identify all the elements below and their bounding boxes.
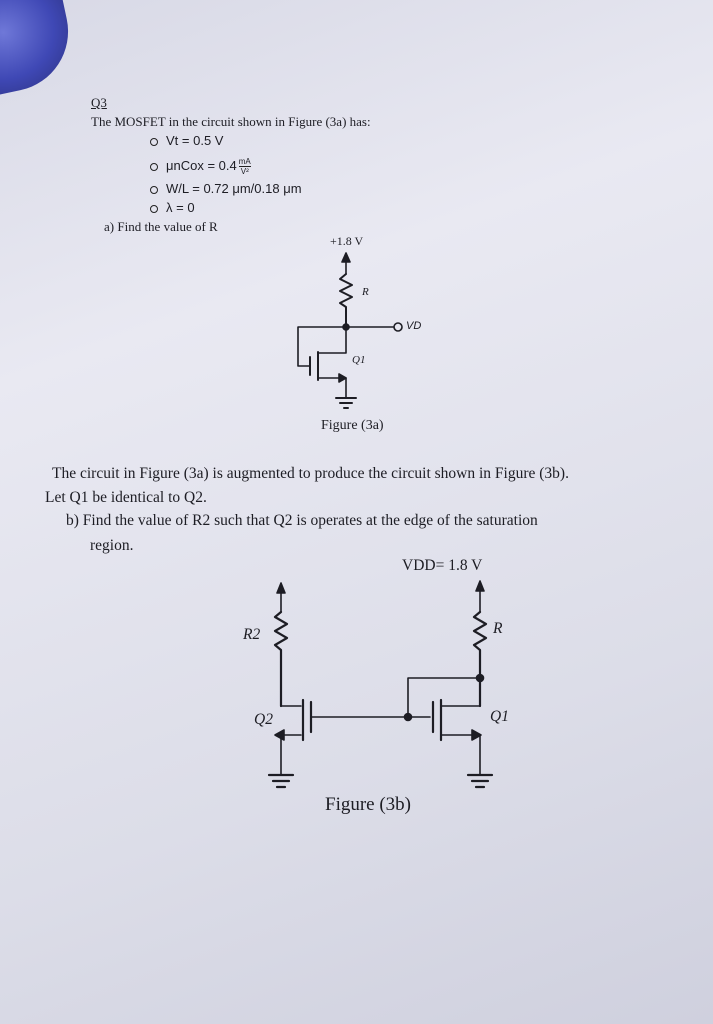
- fig3b-left-arrow: [276, 582, 286, 594]
- fig3b-r2-label: R2: [243, 626, 261, 643]
- fig3b-feedback-wire: [407, 677, 481, 718]
- fig3a-transistor-label: Q1: [352, 354, 366, 366]
- bullet-icon: [150, 185, 158, 194]
- param-lambda: λ = 0: [150, 200, 195, 215]
- fig3b-r-label: R: [493, 620, 503, 637]
- fig3a-supply-arrow: [341, 252, 351, 263]
- fig3a-source-arrow: [338, 373, 347, 383]
- fig3a-ground: [335, 397, 357, 409]
- fig3b-q1-label: Q1: [490, 708, 509, 725]
- fig3b-q1-source-arrow: [471, 729, 482, 741]
- fig3a-resistor-label: R: [362, 286, 369, 298]
- part-b-line4: region.: [90, 537, 134, 554]
- question-intro: The MOSFET in the circuit shown in Figur…: [91, 114, 371, 129]
- fig3a-gate-feedback: [297, 326, 347, 367]
- fig3b-left-ground: [267, 773, 295, 789]
- bullet-icon: [150, 204, 158, 213]
- fig3a-drain: [317, 326, 347, 354]
- part-b-line3: b) Find the value of R2 such that Q2 is …: [66, 512, 538, 529]
- param-wl: W/L = 0.72 μm/0.18 μm: [150, 181, 302, 196]
- fig3b-right-arrow: [475, 580, 485, 592]
- fig3b-caption: Figure (3b): [325, 794, 412, 815]
- part-b-line2: Let Q1 be identical to Q2.: [45, 489, 207, 506]
- param-vt: Vt = 0.5 V: [150, 133, 223, 148]
- fig3b-drain-node: [475, 673, 485, 683]
- fig3a-supply-label: +1.8 V: [330, 234, 364, 248]
- fig3b-q2-source-arrow: [274, 729, 285, 741]
- fig3a-vd-terminal: [393, 322, 403, 332]
- question-number: Q3: [91, 95, 107, 110]
- fig3b-right-ground: [466, 773, 494, 789]
- fig3a-node-label: VD: [406, 320, 422, 332]
- figure-3a-circuit: [297, 252, 403, 409]
- fig3a-resistor-zigzag: [339, 273, 353, 328]
- fig3b-r2-zigzag: [273, 610, 289, 708]
- fig3b-supply-label: VDD= 1.8 V: [402, 557, 483, 574]
- fig3a-caption: Figure (3a): [321, 418, 384, 433]
- part-a-text: a) Find the value of R: [104, 219, 218, 234]
- bullet-icon: [150, 162, 158, 171]
- bullet-icon: [150, 137, 158, 146]
- part-b-line1: The circuit in Figure (3a) is augmented …: [52, 465, 569, 482]
- fig3b-q2-label: Q2: [254, 711, 273, 728]
- fig3b-r-zigzag: [472, 610, 488, 708]
- figure-3b-circuit: [267, 580, 494, 789]
